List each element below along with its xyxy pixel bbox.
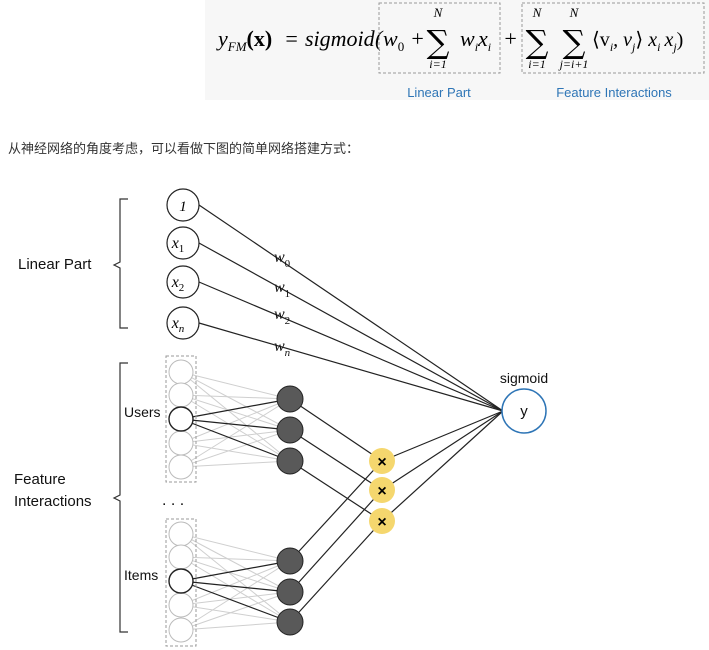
fm-formula: yFM(x) = sigmoid ( w0 + N ∑ i=1 wixi + N…: [216, 2, 705, 100]
svg-text:×: ×: [377, 454, 386, 471]
svg-text:×: ×: [377, 483, 386, 500]
formula-lhs: yFM(x): [216, 26, 272, 54]
sum3-symbol: ∑: [563, 23, 586, 61]
sum2-symbol: ∑: [526, 23, 549, 61]
svg-text:x2: x2: [171, 274, 185, 294]
svg-text:x1: x1: [171, 235, 185, 255]
multiply-to-output-connections: [381, 410, 504, 522]
multiply-node-1: ×: [369, 448, 395, 474]
items-nodes: [168, 521, 194, 643]
users-label: Users: [124, 404, 161, 420]
formula-plus2: +: [503, 26, 518, 51]
weight-labels: w0 w1 w2 wn: [274, 249, 291, 359]
item-embedding-node-3: [276, 608, 304, 636]
multiply-node-3: ×: [369, 508, 395, 534]
users-active-node: [168, 406, 194, 432]
intro-text: 从神经网络的角度考虑，可以看做下图的简单网络搭建方式：: [8, 141, 359, 157]
interaction-caption: Feature Interactions: [556, 85, 672, 100]
linear-part-box: [378, 2, 501, 74]
multiply-node-2: ×: [369, 477, 395, 503]
formula-background: [205, 0, 709, 100]
formula-plus1: +: [410, 26, 425, 51]
svg-text:xn: xn: [171, 315, 185, 335]
weight-w1: w1: [274, 279, 290, 300]
output-node-label: y: [520, 403, 528, 420]
hidden-to-multiply-connections: [289, 398, 383, 623]
input-node-xn: xn: [166, 306, 200, 340]
items-active-node: [168, 568, 194, 594]
sum1-bottom: i=1: [429, 57, 446, 71]
formula-w0: w0: [383, 26, 404, 54]
weight-w2: w2: [274, 306, 290, 327]
user-embedding-node-2: [276, 416, 304, 444]
interaction-group-label-line1: Feature: [14, 471, 66, 488]
output-label: sigmoid: [500, 370, 548, 386]
faint-connections: [180, 371, 291, 631]
sum3-top: N: [569, 5, 580, 20]
input-node-bias: 1: [166, 188, 200, 222]
interaction-bracket: [112, 362, 128, 633]
interaction-group-label-line2: Interactions: [14, 493, 92, 510]
users-nodes: [168, 359, 194, 480]
embedding-nodes: [276, 385, 304, 636]
svg-text:×: ×: [377, 514, 386, 531]
ellipsis: . . .: [162, 492, 184, 509]
interaction-box: [521, 2, 705, 74]
items-column-box: [165, 518, 197, 647]
item-embedding-node-2: [276, 578, 304, 606]
formula-func: sigmoid: [305, 26, 376, 51]
sum2-bottom: i=1: [528, 57, 545, 71]
linear-bracket: [112, 198, 128, 329]
item-embedding-node-1: [276, 547, 304, 575]
weight-w0: w0: [274, 249, 291, 270]
sum2-top: N: [532, 5, 543, 20]
sum1-top: N: [433, 5, 444, 20]
weight-wn: wn: [274, 338, 291, 359]
user-embedding-node-3: [276, 447, 304, 475]
items-label: Items: [124, 567, 158, 583]
formula-eq: =: [284, 26, 299, 51]
input-node-x2: x2: [166, 265, 200, 299]
linear-part-caption: Linear Part: [407, 85, 471, 100]
input-node-x1: x1: [166, 226, 200, 260]
user-embedding-node-1: [276, 385, 304, 413]
multiply-nodes: × × ×: [369, 448, 395, 534]
sum3-bottom: j=i+1: [558, 57, 589, 71]
linear-group-label: Linear Part: [18, 256, 92, 273]
svg-text:1: 1: [179, 199, 187, 215]
users-column-box: [165, 355, 197, 483]
sum1-symbol: ∑: [427, 23, 450, 61]
output-node: [501, 388, 547, 434]
active-input-connections: [180, 398, 291, 623]
linear-input-nodes: 1 x1 x2 xn: [166, 188, 200, 340]
sum1-body: wixi: [460, 26, 491, 54]
linear-to-output-connections: [198, 204, 504, 412]
